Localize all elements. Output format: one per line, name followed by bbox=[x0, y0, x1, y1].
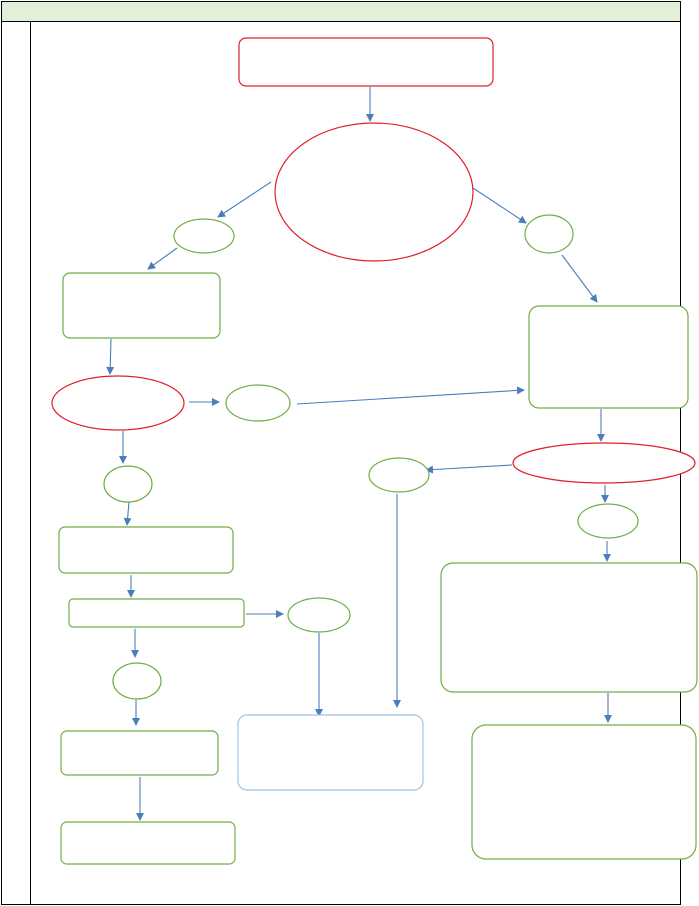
connector-right-branch-to-process bbox=[561, 254, 598, 303]
table-left-column-divider bbox=[30, 22, 31, 904]
main-decision-ellipse bbox=[274, 122, 474, 262]
left-process-2-box bbox=[58, 526, 234, 574]
right-decision-ellipse bbox=[512, 442, 696, 484]
left-decision-ellipse bbox=[51, 375, 185, 431]
branch-left-label-ellipse bbox=[173, 218, 235, 254]
right-process-2-box bbox=[440, 562, 698, 693]
connector-down-label-to-left-process-2 bbox=[123, 501, 132, 526]
green-shapes bbox=[58, 214, 698, 865]
left-process-1-box bbox=[62, 272, 221, 339]
left-process-5-box bbox=[60, 821, 236, 865]
left-process-3-box bbox=[68, 598, 245, 628]
branch-right-label-ellipse bbox=[524, 214, 574, 254]
right-process-1-box bbox=[528, 305, 689, 409]
connectors bbox=[106, 87, 612, 821]
left-process-3-side-label-ellipse bbox=[287, 597, 351, 633]
connector-right-decision-to-side-label bbox=[425, 464, 513, 474]
right-process-3-box bbox=[471, 724, 697, 860]
connector-main-to-left-branch bbox=[217, 181, 272, 218]
connector-main-to-right-branch bbox=[472, 187, 527, 224]
right-decision-side-label-ellipse bbox=[368, 457, 430, 493]
start-box bbox=[238, 37, 494, 87]
connector-left-process-to-decision bbox=[106, 338, 115, 375]
connector-side-label-to-right-process bbox=[296, 386, 525, 405]
left-decision-side-label-ellipse bbox=[225, 384, 291, 422]
red-shapes bbox=[51, 37, 696, 484]
left-process-4-box bbox=[60, 730, 219, 776]
left-decision-down-label-ellipse bbox=[103, 465, 153, 503]
left-process-3-down-label-ellipse bbox=[112, 662, 162, 700]
connector-left-branch-to-process bbox=[147, 247, 178, 270]
right-decision-down-label-ellipse bbox=[577, 503, 639, 539]
end-box bbox=[237, 714, 424, 791]
